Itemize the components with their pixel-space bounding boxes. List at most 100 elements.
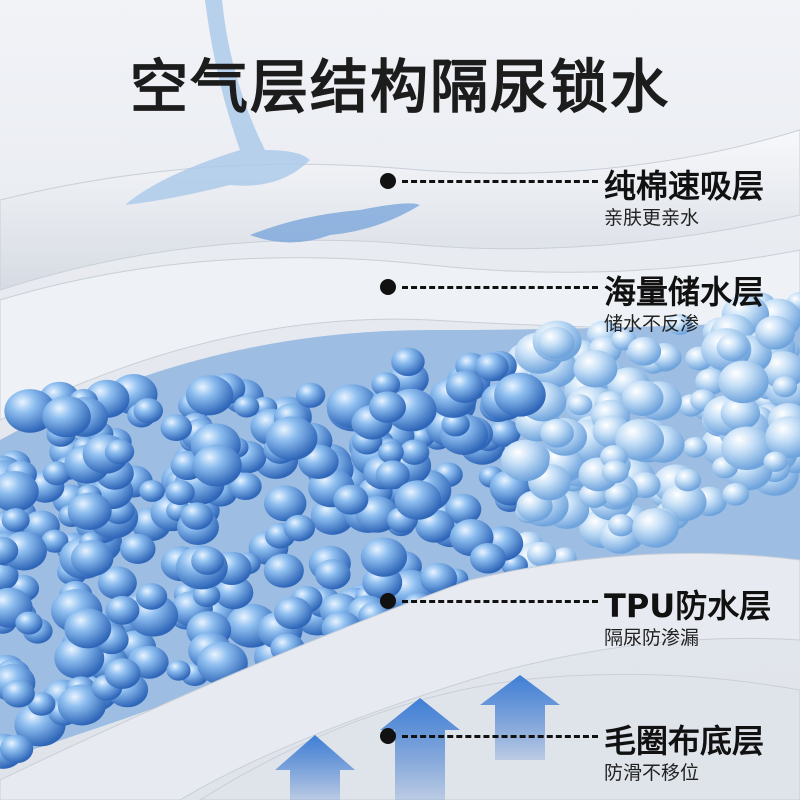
pointer-line [402,286,598,289]
gel-bead [27,692,56,716]
gel-bead [526,541,557,567]
gel-bead [469,543,506,574]
gel-bead [57,684,107,726]
gel-bead [615,419,665,461]
gel-bead [0,470,39,512]
layer-name: 毛圈布底层 [604,722,765,760]
gel-bead [720,396,761,431]
gel-bead [42,461,72,486]
layer-desc: 隔尿防渗漏 [604,627,700,649]
gel-bead [64,608,112,649]
gel-bead [540,418,574,448]
gel-bead [368,391,407,423]
gel-bead [191,546,225,575]
gel-bead [42,395,91,438]
pointer-dot [380,173,396,189]
gel-bead [97,566,137,600]
gel-bead [104,439,135,465]
pointer-line [402,600,598,603]
gel-bead [4,389,56,433]
gel-bead [360,537,408,577]
gel-bead [135,583,168,610]
gel-bead [133,398,163,424]
gel-bead [604,483,633,508]
gel-bead [105,595,140,625]
gel-bead [378,441,404,464]
gel-bead [608,513,635,537]
gel-bead [674,468,702,492]
page-title: 空气层结构隔尿锁水 [129,53,670,121]
gel-bead [391,347,425,377]
pointer-dot [380,728,396,744]
gel-bead [139,480,165,502]
gel-bead [193,583,221,608]
gel-bead [0,536,19,565]
gel-bead [274,596,313,630]
layer-name: 海量储水层 [604,273,765,311]
layer-name: TPU防水层 [604,587,772,625]
gel-bead [371,372,401,397]
layer-name: 纯棉速吸层 [604,167,765,205]
gel-bead [718,360,769,404]
gel-bead [233,395,260,418]
gel-bead [682,436,708,458]
gel-bead [0,734,34,764]
gel-bead [2,679,35,708]
gel-bead [716,334,749,362]
gel-bead [763,451,788,472]
gel-bead [488,419,521,447]
gel-bead [120,533,156,564]
gel-bead [41,529,69,553]
gel-bead [67,492,112,531]
gel-bead [494,372,546,417]
gel-bead [160,414,193,442]
gel-bead [445,493,482,525]
layer-label-storage: 海量储水层 储水不反渗 [380,267,790,335]
gel-bead [722,483,750,506]
gel-bead [399,439,430,465]
gel-bead [263,553,304,588]
gel-bead [632,508,679,548]
gel-bead [765,416,800,459]
gel-bead [70,540,114,577]
gel-bead [667,313,693,335]
pointer-line [402,180,598,183]
gel-bead [315,559,351,590]
gel-bead [229,472,262,501]
gel-bead [295,382,326,408]
gel-bead [283,514,316,542]
gel-bead [214,575,254,610]
gel-bead [166,660,191,681]
gel-bead [445,370,484,404]
layer-label-tpu: TPU防水层 隔尿防渗漏 [380,581,790,649]
gel-bead [567,394,593,416]
gel-bead [573,350,618,388]
gel-bead [537,326,575,359]
gel-bead [474,352,509,382]
gel-bead [185,375,234,416]
gel-bead [621,380,664,416]
pointer-line [402,735,598,738]
layer-desc: 防滑不移位 [604,762,700,784]
gel-bead [165,480,195,505]
gel-bead [420,562,458,595]
gel-bead [601,460,629,484]
gel-bead [333,484,369,515]
pointer-dot [380,593,396,609]
gel-bead [500,439,550,482]
gel-bead [265,416,318,461]
gel-bead [180,502,214,530]
gel-bead [375,460,410,490]
gel-bead [695,368,727,395]
gel-bead [772,376,798,398]
layer-desc: 储水不反渗 [604,313,700,335]
layer-label-terry: 毛圈布底层 防滑不移位 [380,716,790,784]
gel-bead [754,315,795,350]
gel-bead [264,485,307,522]
gel-bead [15,611,43,635]
gel-bead [441,412,470,437]
gel-bead [627,336,662,366]
pointer-dot [380,279,396,295]
gel-bead [1,508,30,532]
